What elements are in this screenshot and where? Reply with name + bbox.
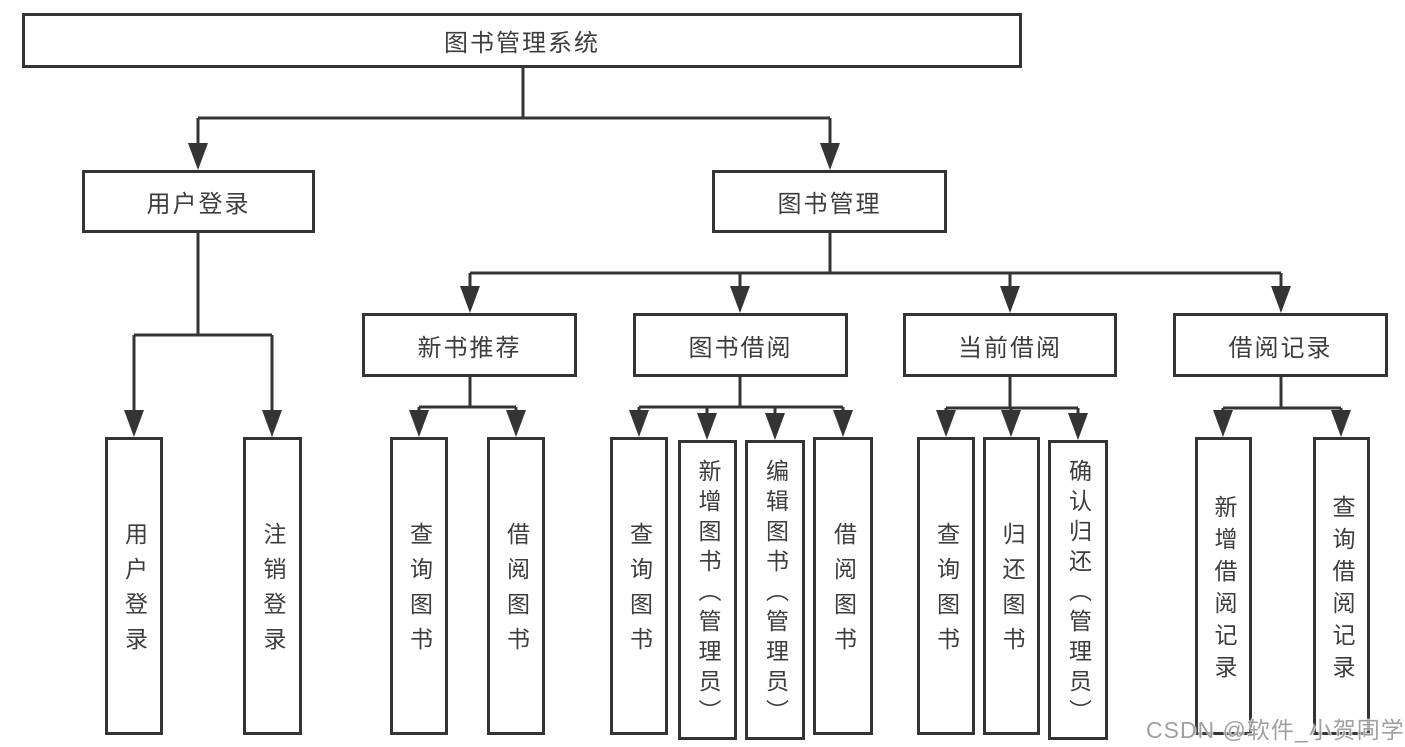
node-user-login: 用户登录 [82, 170, 315, 233]
node-borrow-records: 借阅记录 [1173, 313, 1388, 377]
node-new-book-recommend-label: 新书推荐 [417, 334, 522, 362]
node-current-borrow: 当前借阅 [903, 313, 1117, 377]
leaf-return-book-label: 归还图书 [999, 522, 1025, 662]
node-book-management-label: 图书管理 [777, 191, 882, 218]
leaf-borrow-books-recommend: 借阅图书 [487, 437, 545, 735]
arrowheads [124, 143, 1351, 440]
csdn-watermark: CSDN @软件_小贺同学 [1146, 717, 1405, 743]
leaf-borrow-books: 借阅图书 [813, 437, 873, 735]
node-borrow-records-label: 借阅记录 [1228, 334, 1333, 362]
leaf-query-books-recommend-label: 查询图书 [406, 522, 433, 662]
node-root-label: 图书管理系统 [444, 30, 600, 57]
leaf-add-book-admin: 新增图书（管理员） [678, 440, 737, 740]
leaf-query-books-current-label: 查询图书 [933, 522, 960, 662]
leaf-user-login: 用户登录 [105, 437, 163, 735]
node-root: 图书管理系统 [22, 13, 1022, 68]
leaf-query-books-borrow: 查询图书 [610, 437, 668, 735]
leaf-edit-book-admin: 编辑图书（管理员） [745, 440, 805, 740]
node-book-management: 图书管理 [712, 170, 947, 233]
leaf-query-books-recommend: 查询图书 [390, 437, 448, 735]
node-current-borrow-label: 当前借阅 [958, 334, 1062, 362]
leaf-logout: 注销登录 [243, 437, 302, 735]
leaf-add-book-admin-label: 新增图书（管理员） [695, 458, 721, 729]
leaf-add-borrow-record: 新增借阅记录 [1195, 437, 1252, 735]
leaf-query-books-borrow-label: 查询图书 [626, 522, 653, 662]
leaf-edit-book-admin-label: 编辑图书（管理员） [762, 458, 789, 729]
leaf-borrow-books-label: 借阅图书 [830, 522, 857, 662]
leaf-return-book: 归还图书 [983, 437, 1040, 735]
leaf-confirm-return-admin-label: 确认归还（管理员） [1065, 458, 1092, 729]
connector-stems [132, 68, 1343, 420]
node-new-book-recommend: 新书推荐 [362, 313, 577, 377]
leaf-query-borrow-record: 查询借阅记录 [1313, 437, 1370, 735]
node-user-login-label: 用户登录 [146, 191, 251, 218]
leaf-logout-label: 注销登录 [260, 522, 286, 662]
leaf-confirm-return-admin: 确认归还（管理员） [1048, 440, 1108, 740]
node-book-borrow: 图书借阅 [633, 313, 848, 377]
leaf-borrow-books-recommend-label: 借阅图书 [503, 522, 530, 662]
leaf-query-borrow-record-label: 查询借阅记录 [1329, 494, 1355, 687]
node-book-borrow-label: 图书借阅 [688, 334, 793, 362]
leaf-query-books-current: 查询图书 [917, 437, 975, 735]
leaf-add-borrow-record-label: 新增借阅记录 [1211, 494, 1237, 687]
leaf-user-login-label: 用户登录 [121, 522, 148, 662]
